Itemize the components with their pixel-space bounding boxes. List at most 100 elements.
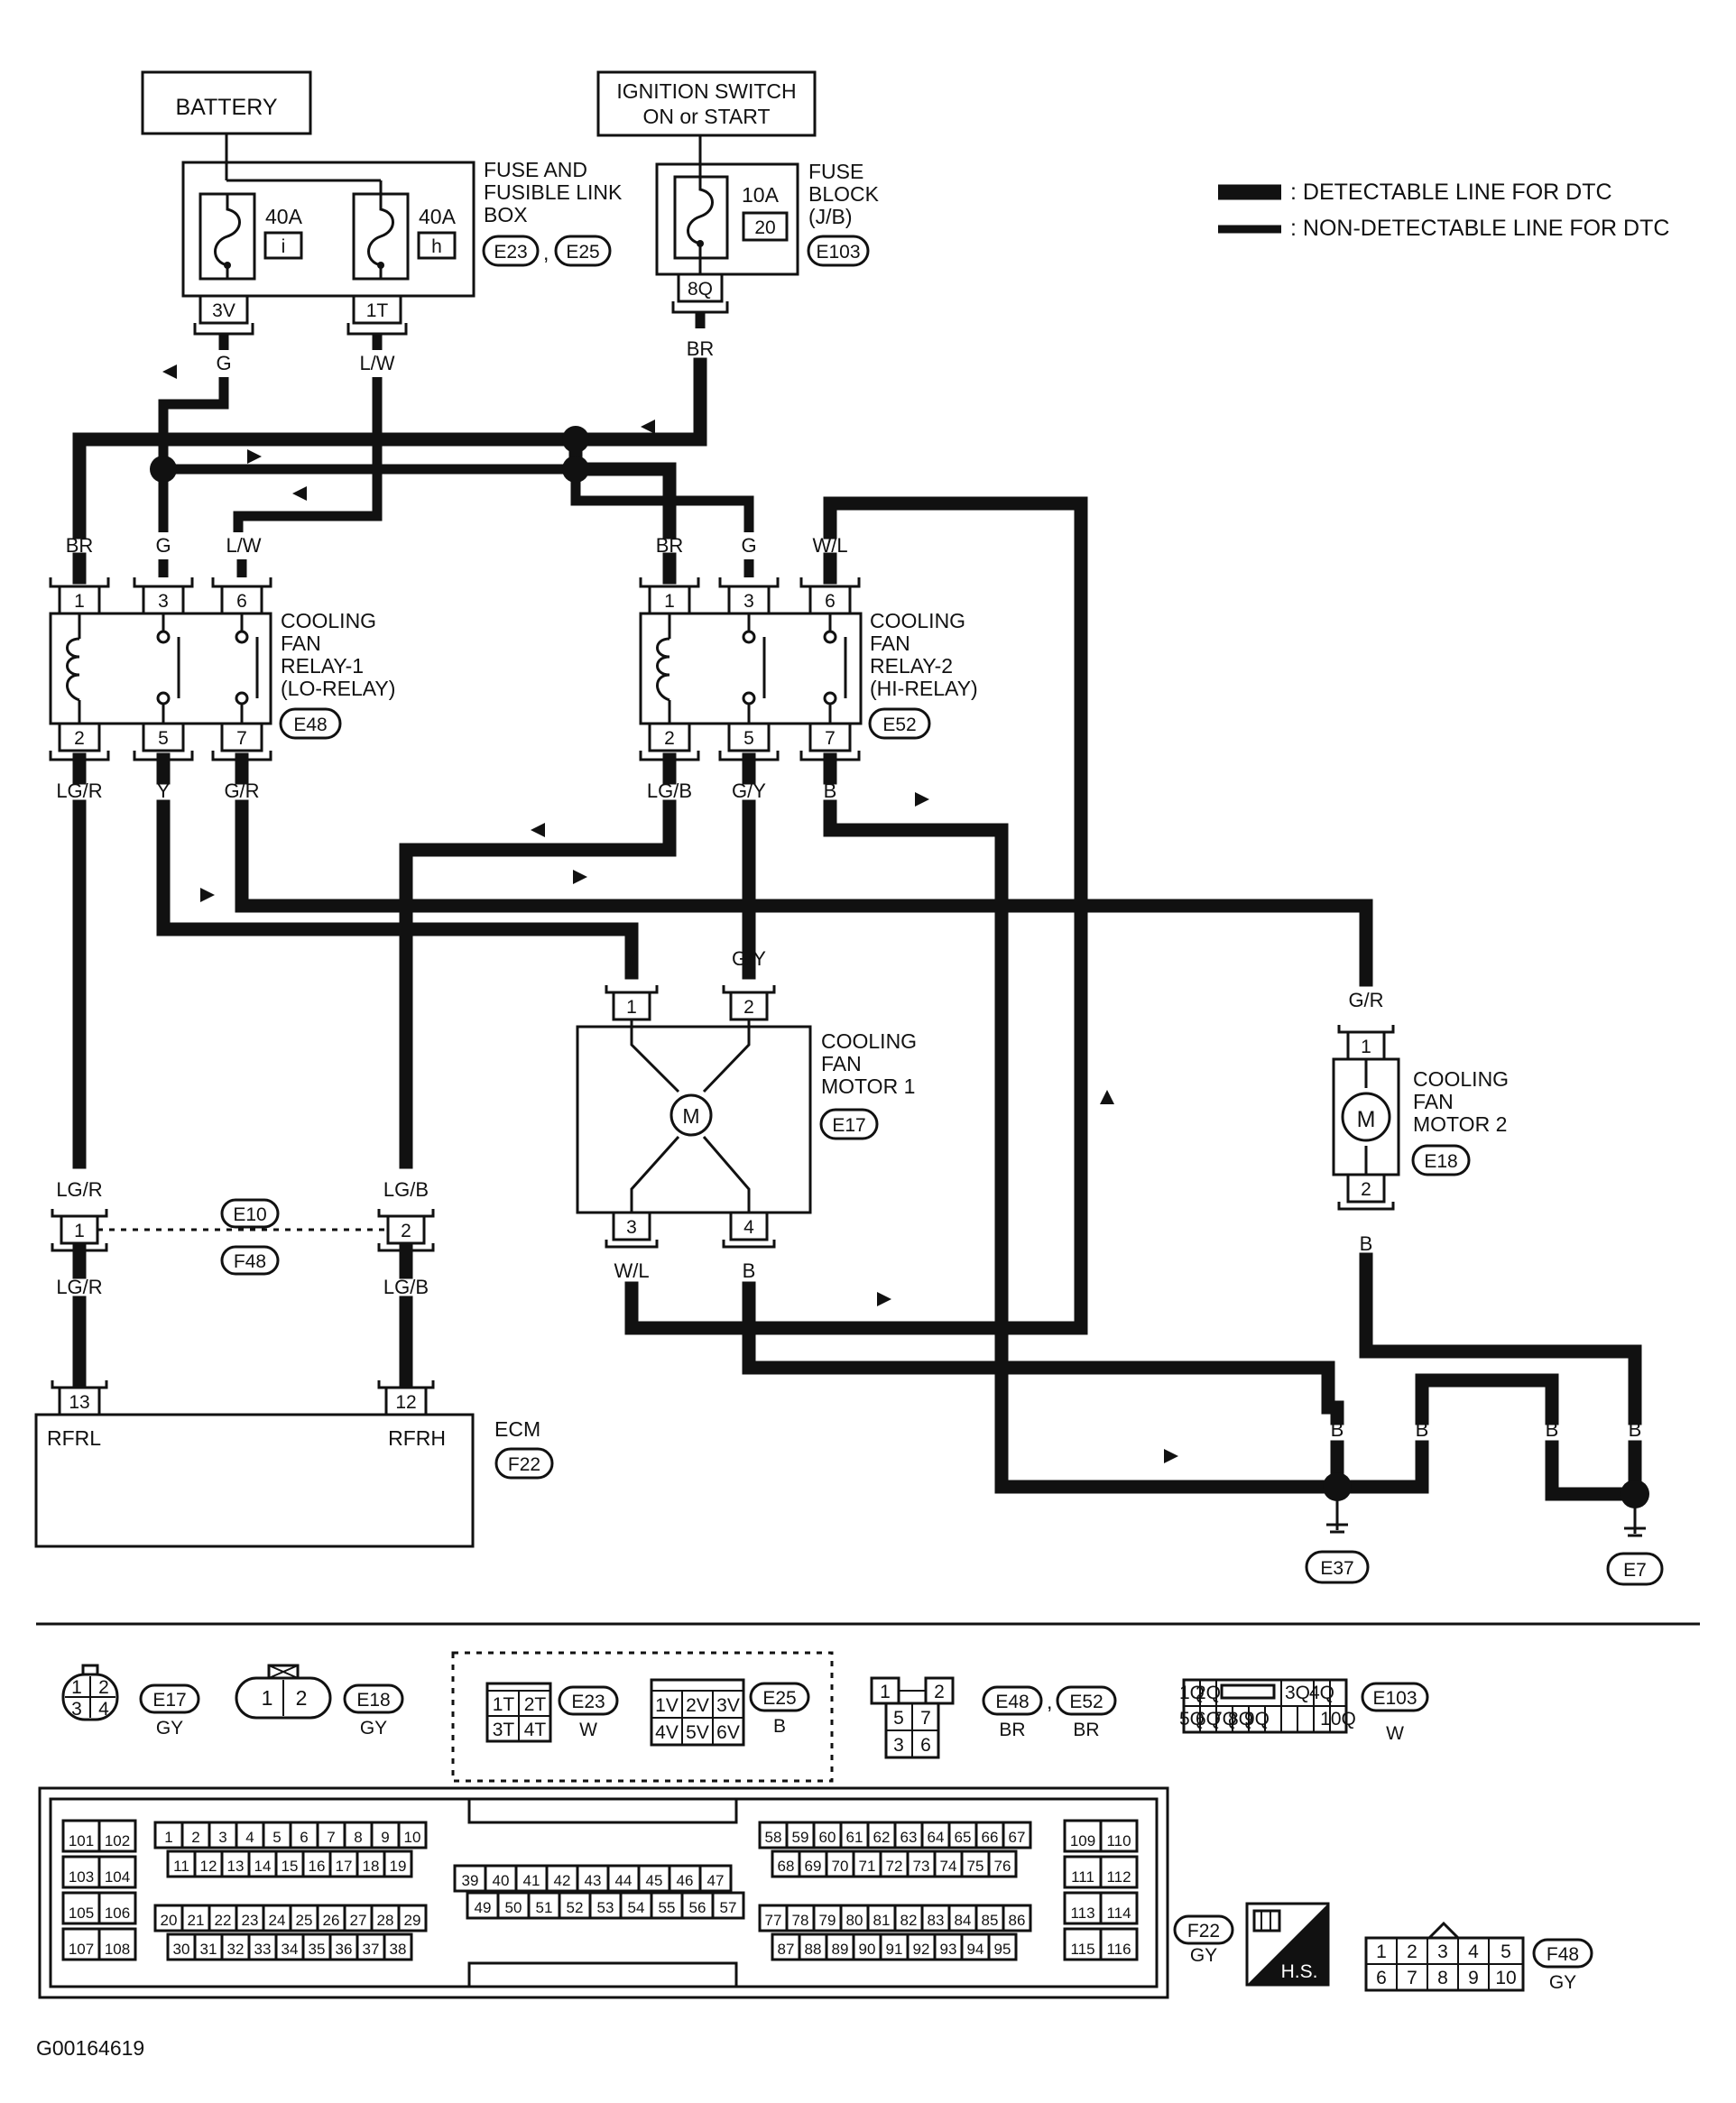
pin-1t: 1T (366, 300, 389, 321)
ecm-pin-cell (1063, 1927, 1103, 1961)
grounds: B B B B E37 E7 (1164, 1373, 1664, 1586)
svg-text:B: B (773, 1716, 786, 1737)
svg-text:2: 2 (296, 1686, 308, 1710)
ecm-pin-cell (496, 1891, 531, 1920)
svg-text:LG/R: LG/R (56, 779, 102, 802)
svg-text:LG/B: LG/B (383, 1178, 429, 1201)
connector-view-e103: 1Q 2Q 3Q 4Q 5Q 6Q 7Q 8Q 9Q 10Q E103 W (1179, 1678, 1429, 1744)
ecm-pin-label: 47 (707, 1872, 725, 1889)
ecm-pin-cell (356, 1849, 386, 1878)
svg-text:6V: 6V (716, 1722, 740, 1743)
svg-text:1: 1 (71, 1677, 82, 1698)
ecm-pin-label: 109 (1070, 1832, 1095, 1849)
ecm-pin-label: 7 (327, 1829, 335, 1846)
ecm-pin-cell (893, 1821, 924, 1849)
svg-text:FAN: FAN (281, 632, 321, 655)
svg-text:9Q: 9Q (1244, 1709, 1270, 1729)
connector-id-e23: E23 (494, 242, 527, 263)
svg-text:3V: 3V (716, 1695, 740, 1716)
connector-views: 1 2 3 4 E17 GY 1 2 E18 GY 1T (38, 1651, 1593, 1999)
svg-text:1: 1 (664, 591, 675, 612)
ecm-pin-label: 94 (967, 1941, 984, 1958)
svg-text:6: 6 (825, 591, 836, 612)
ecm-pin-cell (839, 1821, 870, 1849)
svg-text:8: 8 (1437, 1968, 1448, 1988)
svg-text:LG/R: LG/R (56, 1276, 102, 1298)
connector-id-e10: E10 (233, 1204, 266, 1225)
svg-text:F48: F48 (1547, 1944, 1579, 1965)
svg-text:ECM: ECM (494, 1417, 540, 1441)
ecm-pin-label: 66 (982, 1829, 999, 1846)
ecm-pin-cell (987, 1932, 1018, 1961)
svg-text:E23: E23 (571, 1692, 605, 1712)
ecm-pin-label: 34 (282, 1941, 299, 1958)
hs-symbol: H.S. (1245, 1902, 1330, 1987)
svg-text:1: 1 (626, 997, 637, 1018)
ecm-pin-label: 53 (597, 1899, 614, 1916)
svg-text:LG/B: LG/B (647, 779, 692, 802)
svg-text:5V: 5V (686, 1722, 709, 1743)
ecm-pin-label: 89 (832, 1941, 849, 1958)
ecm-pin-label: 52 (567, 1899, 584, 1916)
ecm-pin-label: 65 (955, 1829, 972, 1846)
ground-e7: E7 (1623, 1560, 1647, 1581)
svg-text:5: 5 (743, 728, 754, 749)
svg-text:FAN: FAN (870, 632, 910, 655)
ecm-pin-label: 111 (1071, 1868, 1094, 1886)
fuse-link-box-label-2: FUSIBLE LINK (484, 180, 623, 204)
svg-text:BR: BR (999, 1720, 1025, 1740)
ecm-pin-cell (588, 1891, 623, 1920)
svg-text:7: 7 (236, 728, 247, 749)
ecm-pin-cell (798, 1932, 828, 1961)
ecm-pin-cell (383, 1932, 413, 1961)
svg-text:LG/R: LG/R (56, 1178, 102, 1201)
ecm-pin-label: 40 (493, 1872, 510, 1889)
svg-text:2V: 2V (686, 1695, 709, 1716)
ecm-pin-label: 4 (245, 1829, 254, 1846)
svg-text:3Q: 3Q (1285, 1683, 1310, 1703)
svg-text:1V: 1V (655, 1695, 679, 1716)
ecm-pin-cell (960, 1932, 991, 1961)
svg-text:7: 7 (1407, 1968, 1417, 1988)
ecm-pin-label: 62 (873, 1829, 891, 1846)
fuse-block: 10A 20 FUSE BLOCK (J/B) E103 8Q (655, 160, 880, 314)
ecm-pin-label: 17 (336, 1858, 353, 1875)
svg-text:3T: 3T (493, 1720, 515, 1740)
svg-text:E48: E48 (995, 1692, 1029, 1712)
ecm-pin-cell (289, 1904, 319, 1932)
ecm-pin-cell (193, 1849, 224, 1878)
ecm-pin-label: 15 (282, 1858, 299, 1875)
svg-text:2: 2 (74, 728, 85, 749)
ecm-pin-cell (1099, 1891, 1139, 1925)
svg-text:1: 1 (880, 1682, 891, 1702)
svg-text:2: 2 (743, 997, 754, 1018)
ecm-pin-cell (527, 1891, 561, 1920)
ecm-pin-label: 23 (242, 1912, 259, 1929)
ecm-pin-label: 88 (805, 1941, 822, 1958)
ecm-pin-label: 19 (390, 1858, 407, 1875)
svg-text:12: 12 (395, 1392, 416, 1413)
connector-id-e25: E25 (566, 242, 599, 263)
connector-id-e103: E103 (816, 242, 860, 263)
ecm-pin-cell (785, 1821, 816, 1849)
ecm-pin-label: 92 (913, 1941, 930, 1958)
svg-text:,: , (543, 241, 549, 264)
svg-text:1Q: 1Q (1179, 1683, 1205, 1703)
svg-text:1: 1 (262, 1686, 273, 1710)
svg-text:5: 5 (158, 728, 169, 749)
ecm-pin-cell (370, 1904, 401, 1932)
ecm-pin-label: 5 (272, 1829, 281, 1846)
svg-text:GY: GY (360, 1718, 387, 1739)
connector-view-f48: 1 2 3 4 5 6 7 8 9 10 F48 GY (1364, 1921, 1593, 1993)
svg-text:2: 2 (1407, 1942, 1417, 1962)
ecm-pin-cell (1099, 1819, 1139, 1853)
ecm-pin-cell (812, 1904, 843, 1932)
svg-text:3: 3 (626, 1217, 637, 1238)
ecm-pin-cell (1002, 1904, 1032, 1932)
svg-text:BR: BR (1073, 1720, 1099, 1740)
ecm-pin-label: 69 (805, 1858, 822, 1875)
fuse-link-box-label-1: FUSE AND (484, 158, 587, 181)
ecm-pin-cell (328, 1849, 359, 1878)
ecm-pin-cell (650, 1891, 684, 1920)
svg-text:,: , (1047, 1690, 1052, 1713)
